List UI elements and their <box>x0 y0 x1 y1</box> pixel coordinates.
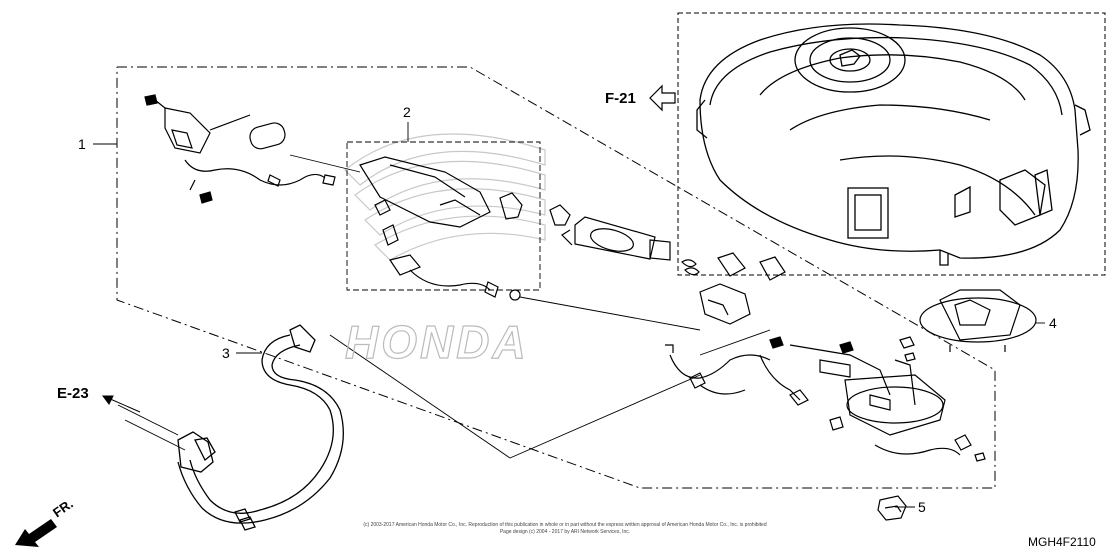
fuel-tank <box>696 23 1091 266</box>
honda-watermark: HONDA <box>345 316 529 368</box>
callout-1: 1 <box>78 136 86 152</box>
ref-e23: E-23 <box>57 385 89 402</box>
ref-arrow-e23 <box>102 395 141 413</box>
part-4-gasket <box>919 289 1037 352</box>
fuel-pump <box>509 204 786 325</box>
callout-4: 4 <box>1049 315 1057 331</box>
copyright-line-2: Page design (c) 2004 - 2017 by ARI Netwo… <box>499 529 631 535</box>
callout-5: 5 <box>918 499 926 515</box>
assembly-outline-2 <box>346 141 541 291</box>
assembly-outline-1 <box>116 66 996 489</box>
fuel-level-sender <box>144 94 336 204</box>
fuel-tank-outline <box>677 12 1106 276</box>
part-5-grommet <box>877 495 907 521</box>
leader-lines <box>93 122 1045 508</box>
callout-3: 3 <box>222 345 230 361</box>
ref-arrow-f21 <box>649 84 676 112</box>
front-direction-arrow <box>15 519 57 547</box>
honda-wing-watermark <box>344 133 546 261</box>
callout-2: 2 <box>403 104 411 120</box>
diagram-code: MGH4F2110 <box>1028 535 1096 549</box>
copyright-line-1: (c) 2003-2017 American Honda Motor Co., … <box>363 522 767 528</box>
ref-f21: F-21 <box>605 90 636 107</box>
part-3-fuel-hose <box>177 324 344 531</box>
regulator-assembly <box>359 156 523 298</box>
pump-base-unit <box>665 336 986 462</box>
